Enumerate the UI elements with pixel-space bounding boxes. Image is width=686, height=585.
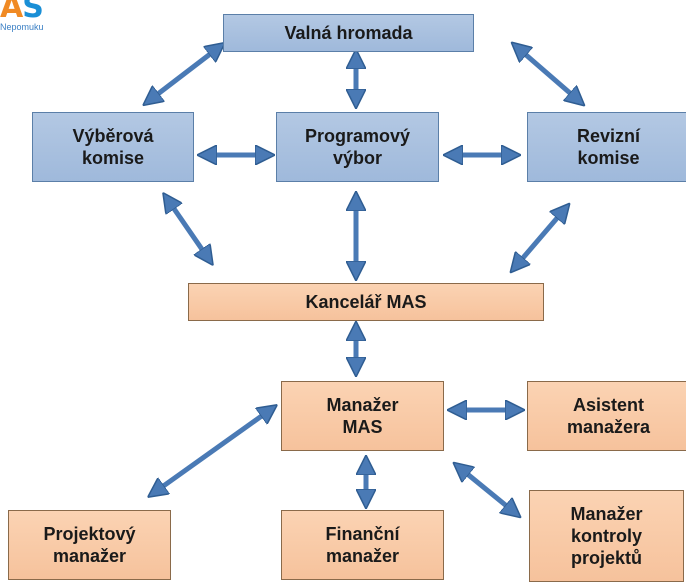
arrow-manazer-kontroly	[460, 468, 514, 512]
arrow-revizni-kancelar	[516, 210, 564, 266]
node-programovy-vybor: Programový výbor	[276, 112, 439, 182]
logo-subtitle: Nepomuku	[0, 22, 44, 32]
node-manazer-mas: Manažer MAS	[281, 381, 444, 451]
node-vyberova-komise: Výběrová komise	[32, 112, 194, 182]
node-valna-hromada: Valná hromada	[223, 14, 474, 52]
arrow-manazer-projektovy	[155, 410, 270, 492]
arrow-valna-vyberova	[150, 48, 218, 100]
arrow-vyberova-kancelar	[168, 200, 208, 258]
node-asistent-manazera: Asistent manažera	[527, 381, 686, 451]
node-financni-manazer: Finanční manažer	[281, 510, 444, 580]
logo: AS Nepomuku	[0, 0, 70, 40]
node-projektovy-manazer: Projektový manažer	[8, 510, 171, 580]
node-revizni-komise: Revizní komise	[527, 112, 686, 182]
node-manazer-kontroly-projektu: Manažer kontroly projektů	[529, 490, 684, 582]
node-kancelar-mas: Kancelář MAS	[188, 283, 544, 321]
arrow-valna-revizni	[518, 48, 578, 100]
logo-mark: AS	[0, 0, 44, 25]
